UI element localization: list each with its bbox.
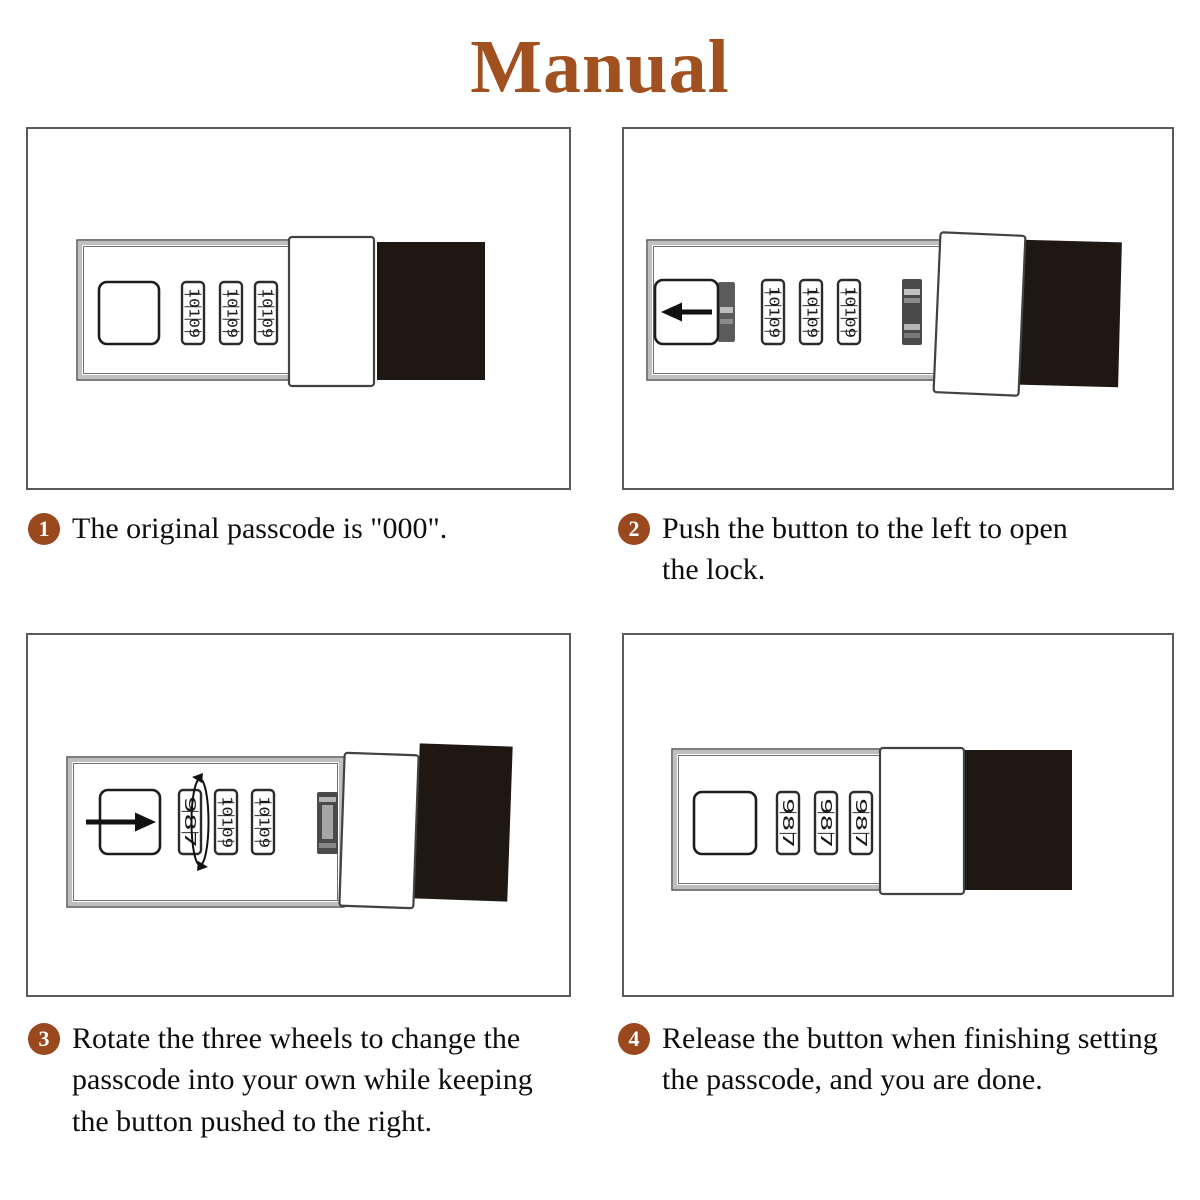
- step-1-caption: 1 The original passcode is "000".: [28, 508, 572, 549]
- dial-wheel-2: 10109: [798, 278, 824, 346]
- wheel-digits: 987: [181, 796, 199, 848]
- lock-sleeve: [338, 751, 420, 910]
- wheel-digits: 10109: [766, 286, 781, 338]
- button-shaft: [718, 282, 735, 342]
- figure-step-2: 10109 10109 10109: [622, 127, 1174, 490]
- dial-wheel-2: 987: [813, 790, 839, 856]
- lock-assembly: 987 987 987: [671, 746, 1072, 896]
- wheel-digits: 10109: [186, 288, 201, 338]
- lock-diagram-step-4: 987 987 987: [671, 746, 1072, 896]
- step-3-number-badge: 3: [28, 1023, 60, 1055]
- step-3-caption: 3 Rotate the three wheels to change the …: [28, 1018, 562, 1142]
- lock-assembly: 987 10109 10109: [66, 743, 513, 910]
- wheel-digits: 10109: [219, 796, 234, 848]
- dial-wheel-1: 10109: [760, 278, 786, 346]
- wheel-digits: 10109: [804, 286, 819, 338]
- lock-diagram-step-2: 10109 10109 10109: [646, 231, 1122, 397]
- wheel-digits: 987: [852, 798, 870, 848]
- mount-block: [964, 750, 1072, 890]
- step-2-caption-text: Push the button to the left to open the …: [662, 512, 1068, 587]
- figure-step-4: 987 987 987: [622, 633, 1174, 997]
- dial-wheel-1: 10109: [180, 280, 206, 346]
- lock-button: [692, 790, 758, 856]
- push-arrow-right-icon: [86, 812, 156, 832]
- lock-sleeve: [932, 231, 1027, 397]
- lock-diagram-step-3: 987 10109 10109: [66, 743, 513, 910]
- step-2-number-badge: 2: [618, 513, 650, 545]
- lock-diagram-step-1: 10109 10109 10109: [76, 235, 485, 388]
- step-4-caption-text: Release the button when finishing settin…: [662, 1022, 1158, 1097]
- wheel-digits: 987: [779, 798, 797, 848]
- lock-button: [97, 280, 161, 346]
- dial-wheel-1: 987: [177, 788, 203, 856]
- step-1-number-badge: 1: [28, 513, 60, 545]
- dial-wheel-3: 10109: [836, 278, 862, 346]
- mount-block: [1018, 239, 1122, 388]
- dial-wheel-3: 10109: [250, 788, 276, 856]
- step-1-caption-text: The original passcode is "000".: [72, 512, 448, 545]
- dial-wheel-1: 987: [775, 790, 801, 856]
- wheel-digits: 10109: [259, 288, 274, 338]
- step-4-caption: 4 Release the button when finishing sett…: [618, 1018, 1172, 1101]
- lock-sleeve: [878, 746, 966, 896]
- dial-wheel-3: 987: [848, 790, 874, 856]
- latch-bolt: [902, 279, 922, 345]
- lock-sleeve: [287, 235, 376, 388]
- latch-bolt: [317, 792, 338, 854]
- wheel-digits: 987: [817, 798, 835, 848]
- lock-assembly: 10109 10109 10109: [646, 231, 1122, 397]
- push-arrow-left-icon: [661, 302, 712, 322]
- mount-block: [414, 743, 513, 902]
- figure-step-3: 987 10109 10109: [26, 633, 571, 997]
- dial-wheel-3: 10109: [253, 280, 279, 346]
- page-title: Manual: [470, 25, 730, 109]
- dial-wheel-2: 10109: [218, 280, 244, 346]
- rotate-direction-icon: [190, 773, 210, 871]
- step-3-caption-text: Rotate the three wheels to change the pa…: [72, 1022, 533, 1138]
- dial-wheel-2: 10109: [213, 788, 239, 856]
- figure-step-1: 10109 10109 10109: [26, 127, 571, 490]
- wheel-digits: 10109: [256, 796, 271, 848]
- lock-assembly: 10109 10109 10109: [76, 235, 485, 388]
- step-4-number-badge: 4: [618, 1023, 650, 1055]
- step-2-caption: 2 Push the button to the left to open th…: [618, 508, 1097, 591]
- wheel-digits: 10109: [842, 286, 857, 338]
- wheel-digits: 10109: [224, 288, 239, 338]
- mount-block: [377, 242, 485, 380]
